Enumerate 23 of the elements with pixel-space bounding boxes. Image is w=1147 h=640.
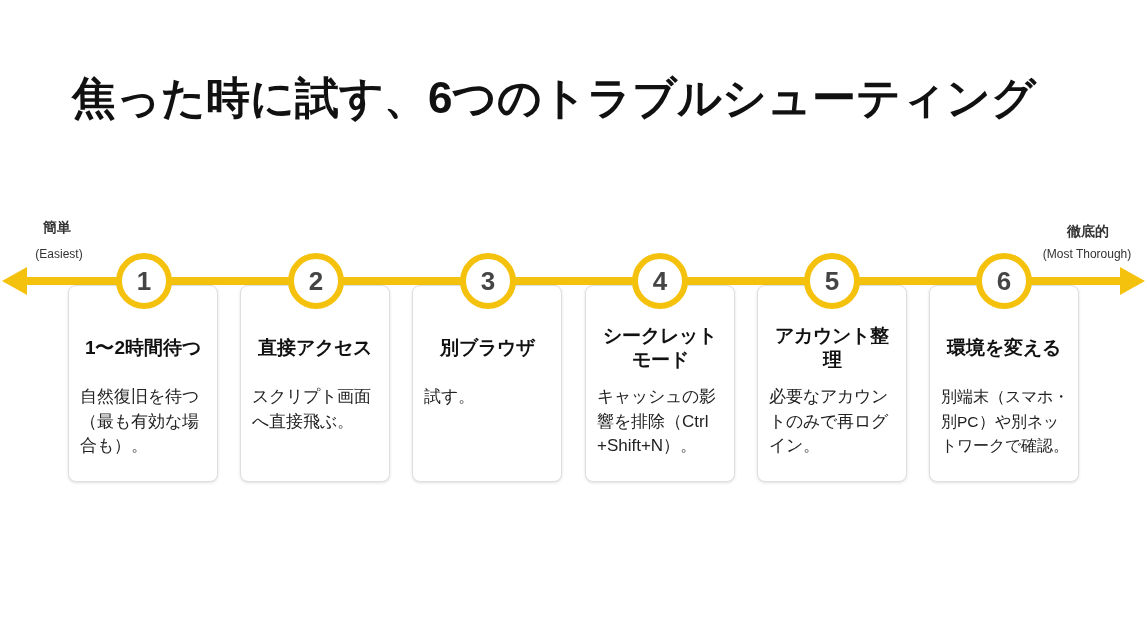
- step-description: 必要なアカウントのみで再ログイン。: [769, 386, 889, 457]
- scale-end-label: 簡単: [43, 218, 71, 236]
- scale-end-label: (Easiest): [35, 246, 83, 262]
- step-description: 試す。: [424, 386, 476, 408]
- step-number-circle: 3: [460, 253, 516, 309]
- step-description: 別端末（スマホ・別PC）や別ネットワークで確認。: [941, 387, 1070, 456]
- step-number-circle: 4: [632, 253, 688, 309]
- step-title: 別ブラウザ: [439, 336, 535, 360]
- page-title: 焦った時に試す、6つのトラブルシューティング: [72, 72, 1037, 124]
- step-title: シークレットモード: [602, 324, 718, 372]
- step-title: 直接アクセス: [258, 336, 372, 360]
- step-title: アカウント整理: [774, 324, 890, 372]
- scale-end-label: (Most Thorough): [1042, 246, 1132, 262]
- step-title: 1〜2時間待つ: [84, 336, 202, 360]
- step-number-circle: 2: [288, 253, 344, 309]
- step-description: 自然復旧を待つ（最も有効な場合も）。: [80, 386, 200, 457]
- step-number-circle: 5: [804, 253, 860, 309]
- step-description: スクリプト画面へ直接飛ぶ。: [252, 386, 372, 433]
- step-number-circle: 6: [976, 253, 1032, 309]
- scale-end-label: 徹底的: [1067, 222, 1109, 240]
- step-number-circle: 1: [116, 253, 172, 309]
- step-title: 環境を変える: [947, 336, 1061, 360]
- step-description: キャッシュの影響を排除（Ctrl+Shift+N）。: [597, 386, 717, 457]
